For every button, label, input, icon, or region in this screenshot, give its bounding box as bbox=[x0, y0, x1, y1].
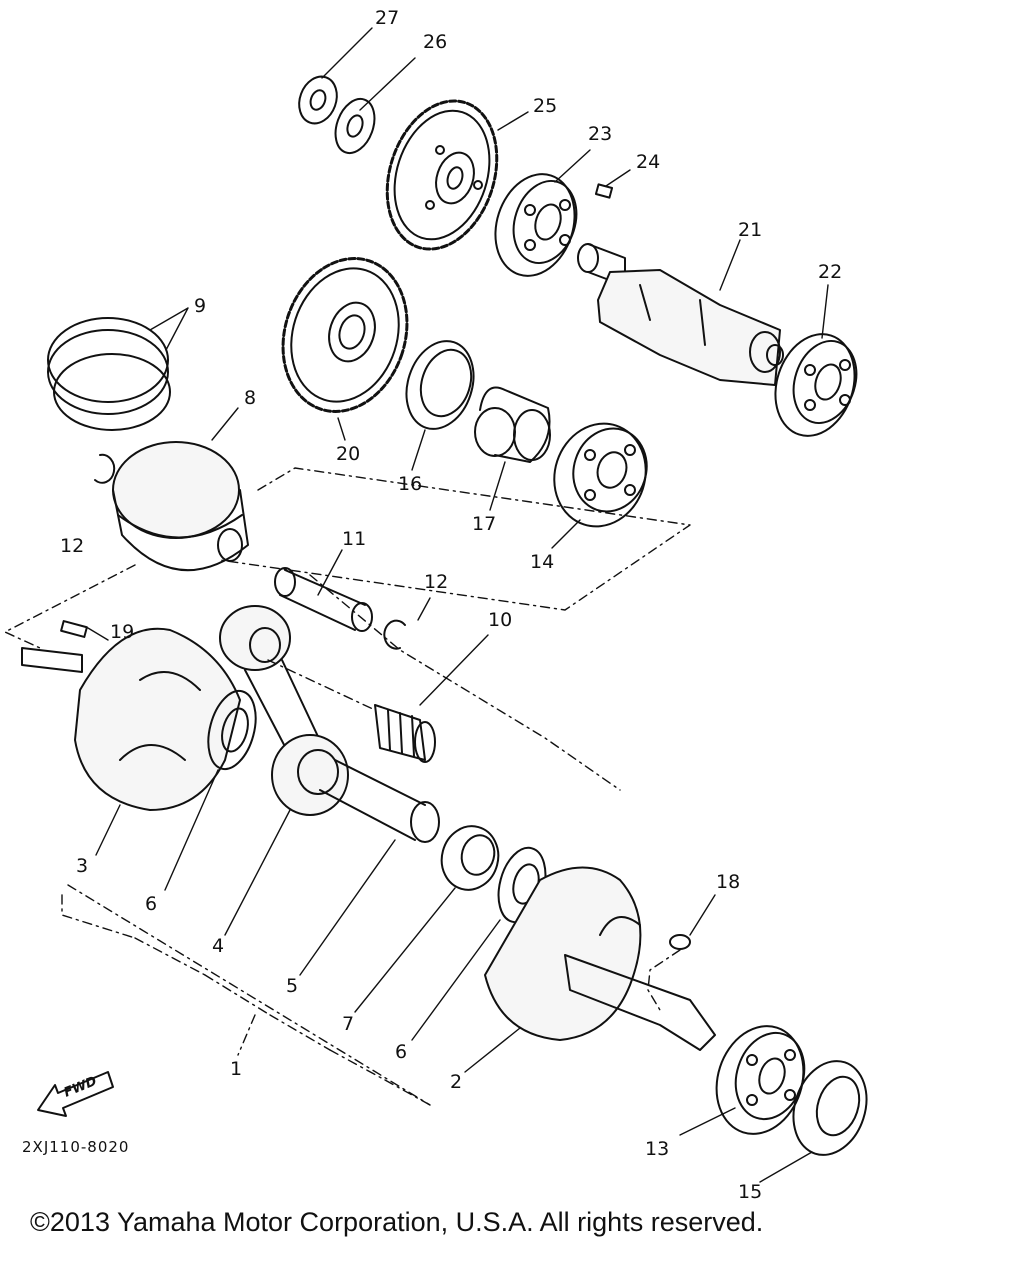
callout-22: 22 bbox=[818, 261, 842, 283]
part-bearing-22 bbox=[774, 333, 858, 437]
callout-2: 2 bbox=[450, 1071, 462, 1093]
part-key-24 bbox=[594, 183, 614, 199]
callout-11: 11 bbox=[342, 528, 366, 550]
callout-1: 1 bbox=[230, 1058, 242, 1080]
callout-4: 4 bbox=[212, 935, 224, 957]
part-key-19 bbox=[60, 620, 88, 638]
part-crank-bearing-13 bbox=[715, 1025, 806, 1135]
callout-12-lower: 12 bbox=[424, 571, 448, 593]
callout-12-upper: 12 bbox=[60, 535, 84, 557]
part-woodruff-key-18 bbox=[669, 934, 691, 950]
callout-23: 23 bbox=[588, 123, 612, 145]
callout-labels: 27 26 25 23 24 21 22 9 8 20 16 17 14 12 … bbox=[60, 7, 842, 1203]
callout-6-left: 6 bbox=[145, 893, 157, 915]
part-crank-left bbox=[21, 627, 241, 811]
part-balancer-shaft bbox=[577, 243, 784, 386]
part-balancer-drive-gear bbox=[281, 257, 409, 413]
part-piston bbox=[112, 441, 249, 572]
part-primary-drive-gear bbox=[385, 99, 499, 251]
part-bearing-14 bbox=[553, 422, 648, 528]
callout-6-right: 6 bbox=[395, 1041, 407, 1063]
part-bearing-16 bbox=[405, 340, 475, 430]
diagram-code: 2XJ110-8020 bbox=[22, 1138, 129, 1156]
callout-20: 20 bbox=[336, 443, 360, 465]
callout-3: 3 bbox=[76, 855, 88, 877]
callout-19: 19 bbox=[110, 621, 134, 643]
part-big-end-bearing bbox=[440, 825, 500, 891]
callout-25: 25 bbox=[533, 95, 557, 117]
part-piston-pin bbox=[274, 567, 373, 632]
part-crank-pin bbox=[319, 759, 440, 843]
part-crank-washer-left bbox=[207, 689, 257, 771]
part-crank-right bbox=[484, 866, 716, 1051]
callout-15: 15 bbox=[738, 1181, 762, 1203]
part-nut bbox=[298, 75, 338, 125]
assembly-lines bbox=[4, 467, 691, 1106]
callout-26: 26 bbox=[423, 31, 447, 53]
callout-7: 7 bbox=[342, 1013, 354, 1035]
part-small-end-bearing bbox=[374, 704, 436, 763]
part-oil-seal bbox=[792, 1060, 868, 1156]
fwd-label: FWD bbox=[62, 1074, 99, 1101]
copyright-notice: ©2013 Yamaha Motor Corporation, U.S.A. A… bbox=[30, 1207, 764, 1237]
callout-9: 9 bbox=[194, 295, 206, 317]
part-collar-17 bbox=[474, 386, 551, 463]
part-lock-washer bbox=[334, 97, 376, 155]
part-bearing-23 bbox=[494, 173, 578, 277]
part-piston-rings bbox=[47, 317, 171, 431]
callout-14: 14 bbox=[530, 551, 554, 573]
leader-lines bbox=[87, 27, 829, 1183]
callout-16: 16 bbox=[398, 473, 422, 495]
part-piston-pin-clip-upper bbox=[94, 453, 116, 484]
callout-27: 27 bbox=[375, 7, 399, 29]
callout-5: 5 bbox=[286, 975, 298, 997]
part-piston-pin-clip-lower bbox=[383, 619, 406, 650]
callout-18: 18 bbox=[716, 871, 740, 893]
callout-21: 21 bbox=[738, 219, 762, 241]
callout-24: 24 bbox=[636, 151, 660, 173]
part-connecting-rod bbox=[219, 605, 349, 816]
callout-8: 8 bbox=[244, 387, 256, 409]
fwd-direction-arrow-icon: FWD bbox=[37, 1071, 114, 1117]
callout-17: 17 bbox=[472, 513, 496, 535]
callout-13: 13 bbox=[645, 1138, 669, 1160]
callout-10: 10 bbox=[488, 609, 512, 631]
